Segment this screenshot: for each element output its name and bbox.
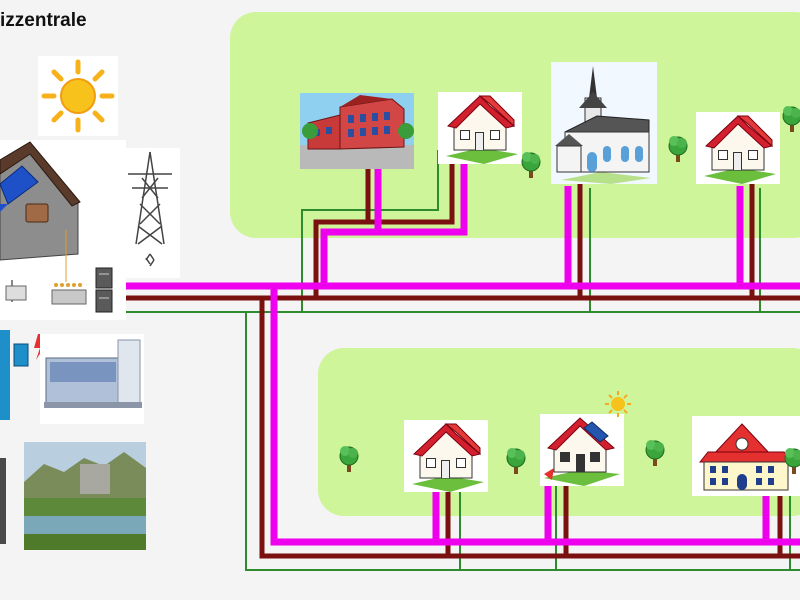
photo-strip-left xyxy=(0,458,6,544)
battery-storage xyxy=(0,330,46,420)
sun-icon xyxy=(605,391,631,417)
church xyxy=(551,62,657,184)
power-pylon xyxy=(120,148,180,278)
house-with-solar-panel xyxy=(540,414,624,486)
house xyxy=(403,419,489,493)
heating-pipe-flow xyxy=(112,162,800,546)
distribution-cabinet xyxy=(95,267,113,313)
town-hall xyxy=(692,416,800,496)
heating-pipe-return xyxy=(112,162,800,559)
house xyxy=(437,91,523,165)
chp-plant xyxy=(40,334,144,424)
river-landscape xyxy=(24,442,146,550)
page-title: izzentrale xyxy=(0,10,87,31)
sun-icon xyxy=(38,56,118,136)
house xyxy=(695,111,781,185)
school-building xyxy=(300,93,414,169)
